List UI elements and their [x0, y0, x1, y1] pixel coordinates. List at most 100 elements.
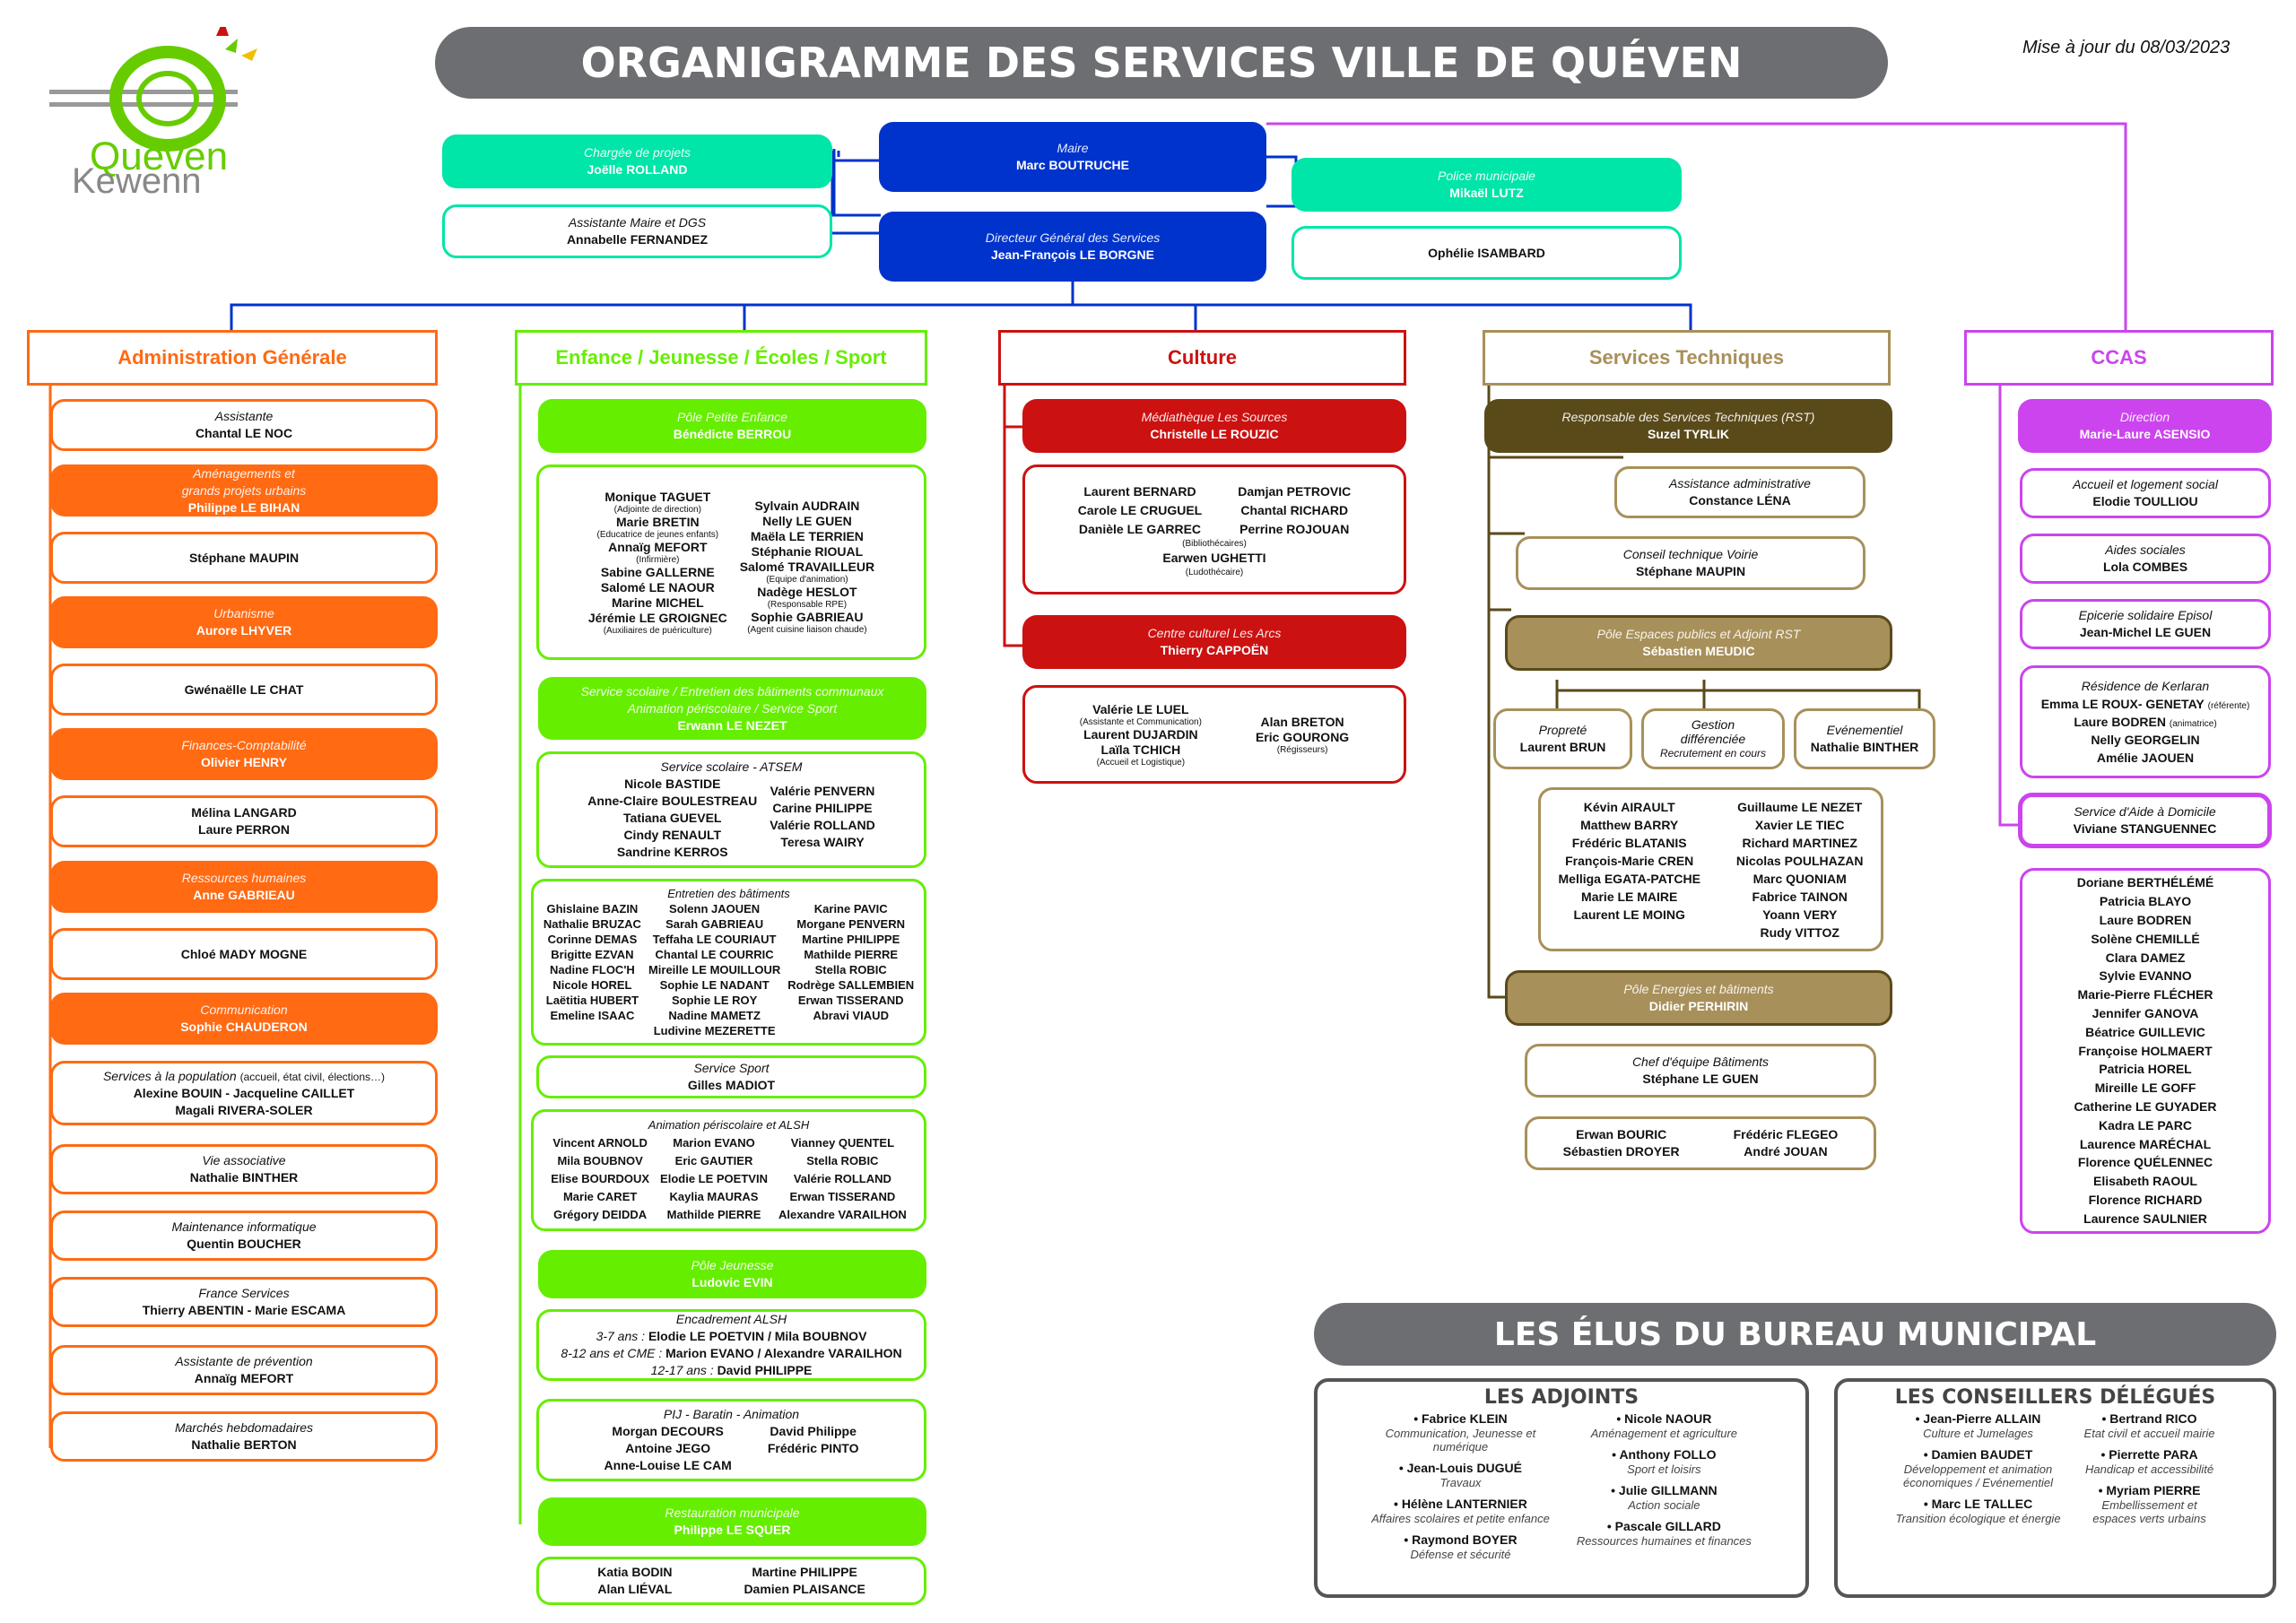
elu-delegation: Sport et loisirs [1627, 1462, 1701, 1476]
admin-item-name: Gwénaëlle LE CHAT [184, 681, 304, 697]
team-member-name: Marie CARET [562, 1190, 638, 1203]
admin-item-role: Aménagements et [193, 465, 295, 481]
admin-item-name: Annaïg MEFORT [194, 1371, 294, 1385]
col-ccas-header: CCAS [1964, 330, 2274, 386]
team-member-name: Chantal LE COURRIC [655, 948, 774, 961]
team-member-name: Béatrice GUILLEVIC [2085, 1024, 2205, 1039]
team-member-name: Catherine LE GUYADER [2074, 1098, 2217, 1114]
team-member-name: Stella ROBIC [814, 963, 887, 976]
admin-item-name: Mélina LANGARD [191, 805, 297, 820]
team-member-name: Mireille LE MOUILLOUR [648, 963, 781, 976]
elu-name: • Jean-Pierre ALLAIN [1915, 1411, 2041, 1426]
logo: Quéven Kewenn [49, 20, 274, 201]
team-member-name: Maëla LE TERRIEN [750, 528, 864, 543]
admin-item-role: Services à la population [102, 1068, 237, 1083]
team-member-name: André JOUAN [1744, 1144, 1828, 1159]
team-member-name: Annaïg MEFORT [608, 539, 708, 554]
team-member-name: Nadine MAMETZ [668, 1009, 761, 1022]
team-member-name: Brigitte EZVAN [551, 948, 634, 961]
elu-delegation: Handicap et accessibilité [2084, 1462, 2214, 1476]
team-member-name: Sophie LE ROY [671, 994, 758, 1007]
elu-name: • Julie GILLMANN [1611, 1483, 1718, 1497]
elu-delegation: Affaires scolaires et petite enfance [1371, 1512, 1550, 1525]
logo-graphic [49, 20, 257, 152]
team-member-name: Marie BRETIN [616, 514, 700, 529]
team-member-note: (Responsable RPE) [767, 599, 848, 610]
encadrement-box: Encadrement ALSH 3-7 ans : Elodie LE POE… [536, 1309, 926, 1381]
team-member-name: Erwan BOURIC [1576, 1127, 1667, 1141]
team-member-name: Tatiana GUEVEL [623, 811, 722, 825]
team-member-name: Elodie LE POETVIN [660, 1172, 768, 1185]
team-member-name: Sébastien DROYER [1562, 1144, 1680, 1159]
admin-item-role: Maintenance informatique [171, 1219, 317, 1234]
admin-item-role: Finances-Comptabilité [181, 738, 307, 752]
team-member-name: Guillaume LE NEZET [1737, 799, 1863, 814]
team-member-name: Nadine FLOC'H [549, 963, 635, 976]
team-member-name: Sandrine KERROS [616, 845, 728, 859]
team-member-name: Marine MICHEL [611, 595, 704, 610]
team-member-name: Jennifer GANOVA [2092, 1006, 2199, 1020]
team-member-name: Cindy RENAULT [623, 828, 722, 842]
elu-name: • Nicole NAOUR [1616, 1411, 1712, 1426]
team-member-name: Françoise HOLMAERT [2078, 1043, 2213, 1058]
elu-delegation: espaces verts urbains [2092, 1512, 2206, 1525]
scolaire-box: Service scolaire / Entretien des bâtimen… [538, 677, 926, 740]
team-member-name: Eric GAUTIER [674, 1154, 753, 1167]
admin-item-name: Olivier HENRY [201, 755, 287, 769]
team-member-name: Laurence SAULNIER [2083, 1211, 2207, 1226]
elu-delegation: Développement et animation [1903, 1462, 2053, 1476]
logo-text-kewenn: Kewenn [72, 161, 202, 201]
conseillers-box: LES CONSEILLERS DÉLÉGUÉS • Jean-Pierre A… [1834, 1378, 2276, 1598]
admin-item-name: Nathalie BINTHER [189, 1170, 299, 1185]
police2-box: Ophélie ISAMBARD [1292, 226, 1682, 280]
team-member-name: Mireille LE GOFF [2094, 1081, 2196, 1096]
team-member-name: Nicolas POULHAZAN [1735, 853, 1864, 868]
admin-item-role: Urbanisme [213, 606, 274, 621]
team-member-name: Damien PLAISANCE [744, 1582, 865, 1596]
team-member-name: Martine PHILIPPE [802, 933, 900, 946]
admin-item-name: Quentin BOUCHER [187, 1237, 301, 1251]
col-tech-header: Services Techniques [1483, 330, 1891, 386]
team-member-name: Frédéric PINTO [767, 1441, 859, 1455]
team-member-name: Nadège HESLOT [757, 584, 857, 599]
admin-item-role: Marchés hebdomadaires [174, 1420, 314, 1435]
col-admin-header: Administration Générale [27, 330, 438, 386]
team-member-name: Anne-Louise LE CAM [604, 1458, 732, 1472]
elu-delegation: Action sociale [1628, 1498, 1700, 1512]
admin-item-name: Chloé MADY MOGNE [180, 946, 308, 961]
team-member-name: Antoine JEGO [625, 1441, 711, 1455]
team-member-name: Richard MARTINEZ [1742, 835, 1857, 850]
conseillers-title: LES CONSEILLERS DÉLÉGUÉS [1894, 1386, 2216, 1409]
team-member-name: Xavier LE TIEC [1754, 817, 1845, 832]
admin-item-box: Gwénaëlle LE CHAT [50, 664, 438, 716]
logo-text-queven: Quéven [90, 135, 229, 178]
team-member-name: Clara DAMEZ [2105, 950, 2186, 965]
team-member-name: Sabine GALLERNE [600, 564, 715, 579]
team-member-name: Marie-Pierre FLÉCHER [2077, 987, 2213, 1002]
team-member-name: Doriane BERTHÉLÉMÉ [2076, 875, 2214, 890]
